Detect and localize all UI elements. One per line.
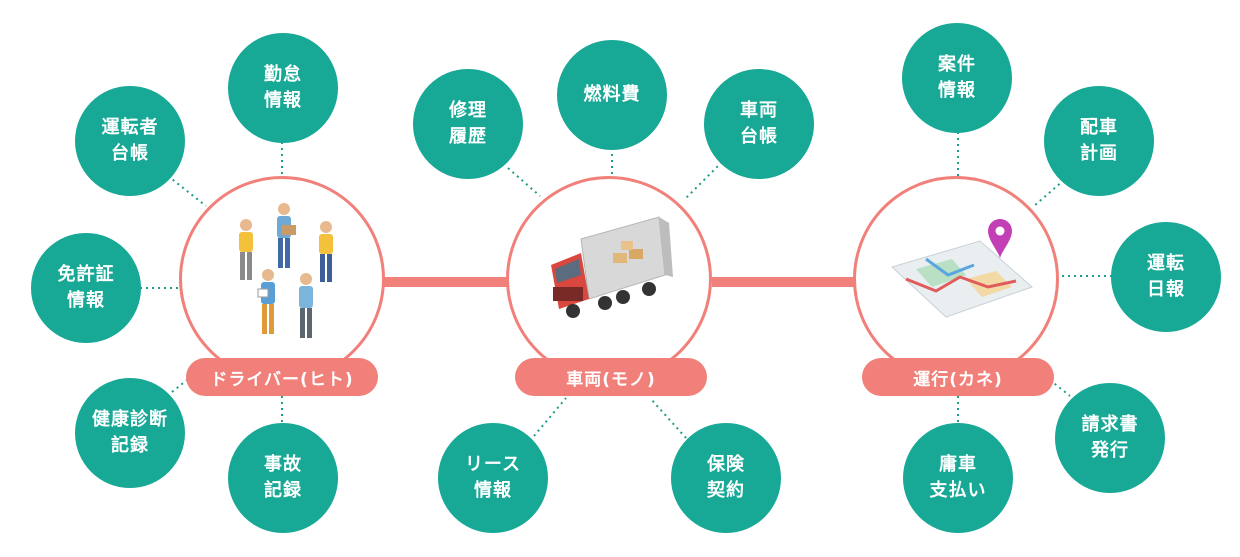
truck-wheel [566, 304, 580, 318]
node-haisha: 配車 計画 [1044, 86, 1154, 196]
workers-illustration [239, 203, 333, 338]
map-area [916, 259, 966, 287]
map-pin-illustration [891, 219, 1033, 318]
truck-parcel [629, 249, 643, 259]
connector-lease [533, 397, 567, 437]
map-route [925, 257, 975, 277]
worker-figure [299, 273, 313, 338]
truck-wheel [616, 290, 630, 304]
hub-link-2-3 [712, 277, 854, 287]
hub-driver [179, 176, 385, 382]
worker-figure [319, 221, 333, 282]
node-anken: 案件 情報 [902, 23, 1012, 133]
truck-cargo-side [659, 217, 673, 277]
node-kintai: 勤怠 情報 [228, 33, 338, 143]
hub-label-driver: ドライバー(ヒト) [186, 358, 378, 396]
worker-figure [257, 269, 275, 334]
truck-parcel [621, 241, 633, 250]
map-route [905, 275, 1017, 293]
map-area [966, 271, 1012, 297]
hub-link-1-2 [380, 277, 510, 287]
node-shuri: 修理 履歴 [413, 69, 523, 179]
connector-kenko [171, 375, 193, 393]
location-pin [988, 219, 1012, 259]
truck-grille [553, 287, 583, 301]
node-jiko: 事故 記録 [228, 423, 338, 533]
hub-label-vehicle: 車両(モノ) [515, 358, 707, 396]
hub-operation [853, 176, 1059, 382]
node-nenryo: 燃料費 [557, 40, 667, 150]
node-yosha: 庸車 支払い [903, 423, 1013, 533]
connector-seikyu [1049, 379, 1071, 397]
hub-vehicle [506, 176, 712, 382]
node-seikyu: 請求書 発行 [1055, 383, 1165, 493]
node-hoken: 保険 契約 [671, 423, 781, 533]
worker-figure [277, 203, 296, 268]
worker-figure [239, 219, 253, 280]
location-pin-dot [995, 226, 1005, 236]
node-kenko: 健康診断 記録 [75, 378, 185, 488]
node-untensha: 運転者 台帳 [75, 86, 185, 196]
connector-haisha [1033, 179, 1065, 207]
connector-untensha [167, 175, 207, 207]
node-lease: リース 情報 [438, 423, 548, 533]
node-menkyo: 免許証 情報 [31, 233, 141, 343]
connector-hoken [649, 397, 687, 439]
truck-wheel [642, 282, 656, 296]
truck-windshield [555, 259, 581, 283]
connector-shuri [507, 167, 541, 197]
node-nippo: 運転 日報 [1111, 222, 1221, 332]
truck-parcel [613, 253, 627, 263]
node-sharyo: 車両 台帳 [704, 69, 814, 179]
hub-label-operation: 運行(カネ) [862, 358, 1054, 396]
truck-illustration [551, 216, 673, 318]
truck-wheel [598, 296, 612, 310]
